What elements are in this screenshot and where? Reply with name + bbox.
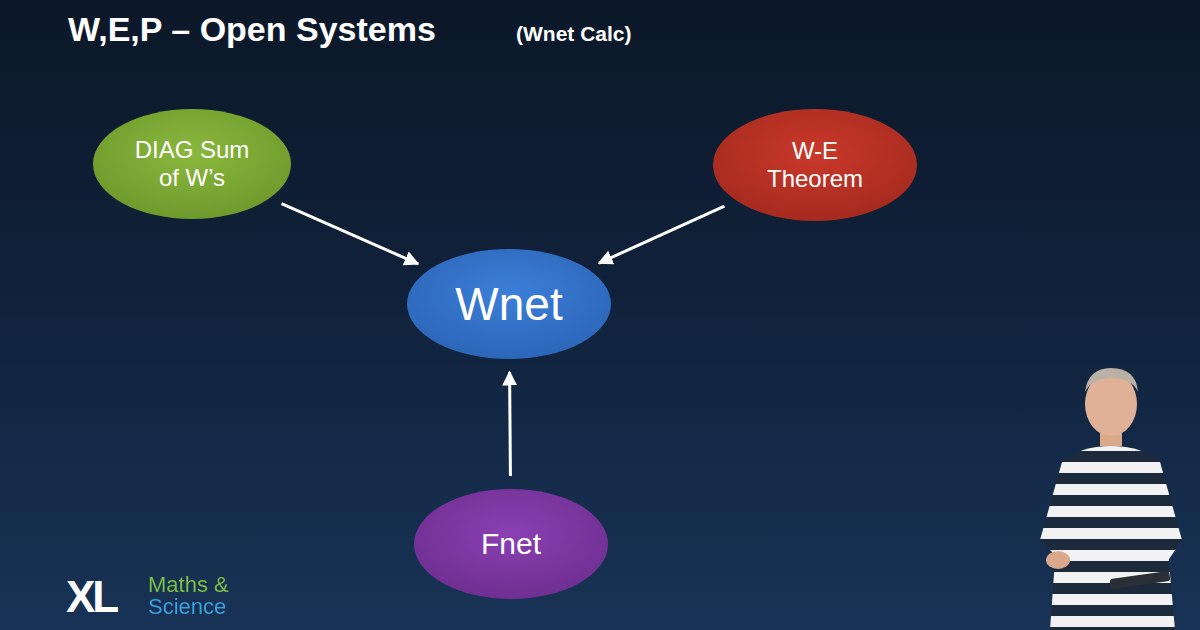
logo-mark: XL — [66, 572, 116, 622]
method-ellipse: Fnet — [413, 488, 609, 600]
slide-title: W,E,P – Open Systems — [68, 10, 436, 49]
ellipse-fill — [414, 489, 608, 599]
striped-shirt — [1050, 446, 1175, 630]
left-sleeve — [1040, 462, 1075, 560]
arrow-connector — [508, 372, 512, 476]
node-text: W-E Theorem — [753, 137, 877, 192]
title-suffix: (Wnet Calc) — [516, 22, 632, 46]
method-ellipse: DIAG Sum of W’s — [92, 108, 292, 220]
ellipse-fill — [407, 249, 611, 359]
arrow-connector — [281, 204, 418, 264]
tablet — [1110, 571, 1171, 589]
method-ellipse: W-E Theorem — [712, 108, 918, 222]
target-ellipse: Wnet — [406, 248, 612, 360]
node-text: DIAG Sum of W’s — [130, 136, 254, 191]
ellipse-fill — [93, 109, 291, 219]
hair — [1085, 368, 1138, 392]
logo-text: Maths & Science — [148, 574, 248, 618]
node-text: Fnet — [481, 527, 541, 562]
right-sleeve — [1148, 462, 1182, 565]
hand — [1046, 551, 1070, 569]
node-text: Wnet — [455, 278, 562, 331]
arrow-connector — [599, 206, 724, 263]
ellipse-fill — [713, 109, 917, 221]
